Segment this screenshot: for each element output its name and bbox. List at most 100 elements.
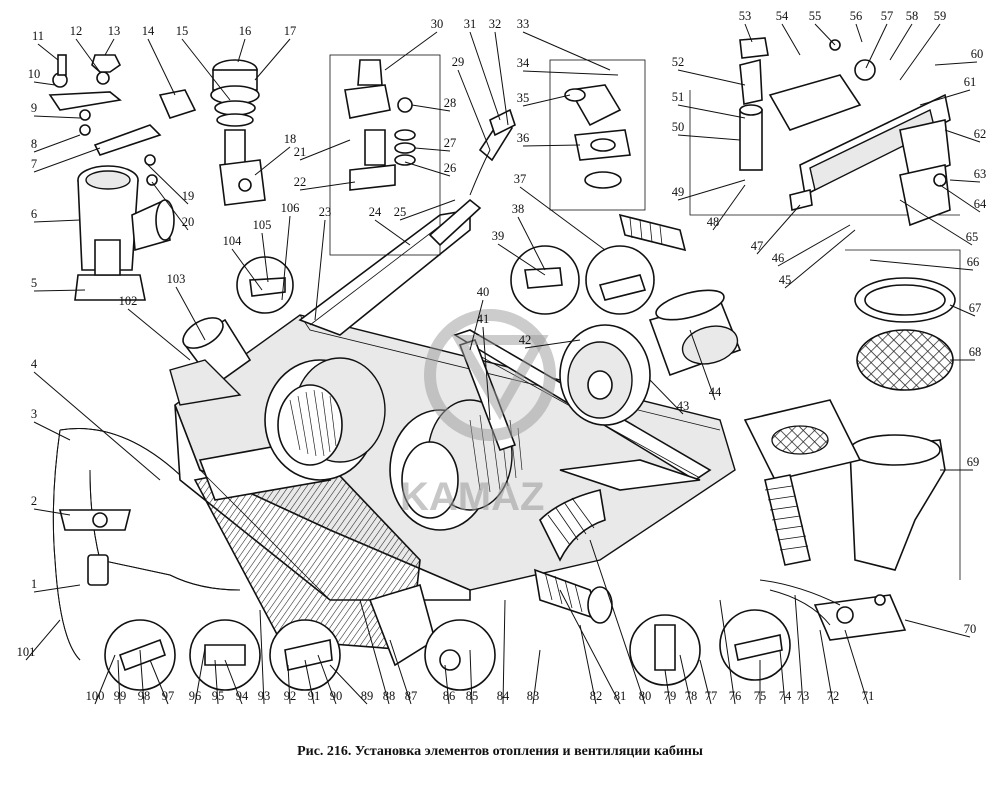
leader-line	[404, 161, 451, 177]
leader-line	[151, 181, 189, 231]
part-number-73: 73	[797, 689, 810, 703]
part-number-101: 101	[17, 645, 36, 659]
part-number-13: 13	[108, 24, 121, 38]
leader-line	[482, 326, 491, 421]
part-number-33: 33	[517, 17, 530, 31]
leader-line	[469, 31, 501, 121]
part-number-92: 92	[284, 689, 297, 703]
part-number-38: 38	[512, 202, 525, 216]
drain-valve-parts	[329, 54, 516, 256]
leader-line	[814, 23, 836, 46]
leader-line	[117, 659, 121, 705]
part-number-94: 94	[236, 689, 249, 703]
leader-line	[889, 23, 913, 61]
part-number-18: 18	[284, 132, 297, 146]
coolant-pipes	[52, 427, 241, 661]
part-number-53: 53	[739, 9, 752, 23]
part-number-20: 20	[182, 215, 195, 229]
part-number-50: 50	[672, 120, 685, 134]
part-number-49: 49	[672, 185, 685, 199]
part-number-12: 12	[70, 24, 83, 38]
leader-line	[699, 659, 712, 705]
leader-line	[494, 31, 509, 126]
part-number-9: 9	[31, 101, 37, 115]
part-number-102: 102	[119, 294, 138, 308]
leader-line	[677, 179, 746, 201]
leader-line	[299, 139, 351, 161]
leader-line	[719, 599, 736, 705]
part-number-65: 65	[966, 230, 979, 244]
leader-line	[579, 624, 597, 705]
leader-line	[777, 224, 851, 267]
part-number-86: 86	[443, 689, 456, 703]
part-number-43: 43	[677, 399, 690, 413]
part-number-23: 23	[319, 205, 332, 219]
part-number-54: 54	[776, 9, 789, 23]
part-number-78: 78	[685, 689, 698, 703]
leader-line	[94, 654, 116, 705]
leader-line	[469, 299, 484, 351]
leader-line	[374, 219, 411, 246]
leader-line	[712, 184, 746, 231]
leader-line	[844, 629, 869, 705]
part-number-7: 7	[31, 157, 37, 171]
leader-line	[522, 94, 571, 107]
part-number-17: 17	[284, 24, 297, 38]
leader-line	[756, 204, 801, 255]
part-number-8: 8	[31, 137, 37, 151]
leader-line	[231, 248, 263, 291]
leader-line	[444, 664, 450, 705]
leader-line	[149, 659, 169, 705]
leader-line	[33, 115, 81, 119]
control-panel	[689, 37, 960, 227]
leader-line	[934, 61, 978, 66]
part-number-1: 1	[31, 577, 37, 591]
leader-line	[517, 216, 546, 271]
leader-line	[869, 259, 974, 271]
leader-line	[329, 664, 368, 705]
part-number-106: 106	[281, 201, 300, 215]
valve-lever-parts	[48, 54, 197, 186]
leader-line	[677, 104, 746, 119]
leader-line	[359, 599, 390, 705]
part-number-59: 59	[934, 9, 947, 23]
watermark: KAMAZ	[400, 309, 556, 519]
part-number-24: 24	[369, 205, 382, 219]
leader-line	[414, 147, 451, 152]
part-number-52: 52	[672, 55, 685, 69]
part-number-58: 58	[906, 9, 919, 23]
leader-line	[664, 669, 671, 705]
leader-line	[214, 659, 219, 705]
part-number-89: 89	[361, 689, 374, 703]
part-number-2: 2	[31, 494, 37, 508]
part-number-45: 45	[779, 273, 792, 287]
leader-lines	[25, 23, 981, 705]
leader-line	[904, 619, 971, 638]
leader-line	[254, 146, 291, 176]
part-number-70: 70	[964, 622, 977, 636]
leader-line	[139, 649, 145, 705]
heater-valve	[74, 165, 175, 301]
leader-line	[677, 134, 741, 141]
part-number-99: 99	[114, 689, 127, 703]
part-number-31: 31	[464, 17, 477, 31]
part-number-40: 40	[477, 285, 490, 299]
leader-line	[33, 134, 81, 153]
leader-line	[522, 144, 581, 147]
leader-line	[75, 38, 101, 73]
leader-line	[399, 199, 456, 221]
part-number-74: 74	[779, 689, 792, 703]
leader-line	[589, 539, 646, 705]
leader-line	[127, 308, 191, 361]
part-number-34: 34	[517, 56, 530, 70]
part-number-69: 69	[967, 455, 980, 469]
leader-line	[259, 609, 265, 705]
part-number-57: 57	[881, 9, 894, 23]
leader-line	[855, 23, 863, 43]
part-number-76: 76	[729, 689, 742, 703]
part-number-25: 25	[394, 205, 407, 219]
part-number-11: 11	[32, 29, 44, 43]
part-number-91: 91	[308, 689, 321, 703]
